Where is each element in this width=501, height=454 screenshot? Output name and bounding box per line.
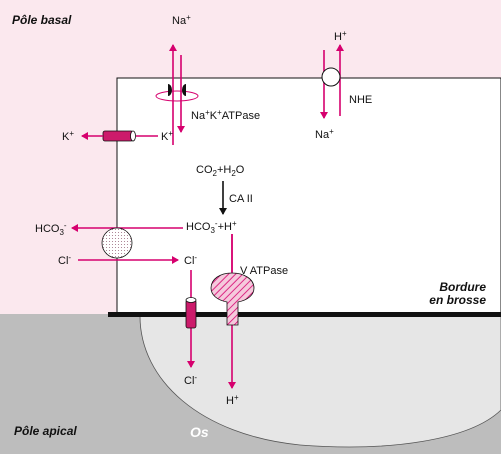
v-atpase-label: V ATPase: [240, 265, 288, 277]
na-k-atpase-ring: [155, 90, 199, 102]
h-top-label: H+: [334, 29, 347, 43]
pole-basal-label: Pôle basal: [12, 13, 72, 27]
nhe-exchanger: [321, 67, 341, 87]
anion-exchanger: [101, 227, 133, 259]
osteoclast-cell: [116, 77, 501, 315]
en-brosse-label: en brosse: [429, 293, 486, 307]
ruffled-border: [108, 312, 501, 317]
cl-in-label: Cl-: [184, 253, 197, 267]
bordure-label: Bordure: [439, 280, 486, 294]
na-nhe-label: Na+: [315, 127, 334, 141]
k-channel: [102, 130, 134, 142]
hco3-h-label: HCO3-+H+: [186, 219, 237, 235]
hco3-out-label: HCO3-: [35, 221, 67, 237]
k-out-label: K+: [62, 129, 74, 143]
pole-apical-label: Pôle apical: [14, 424, 77, 438]
k-in-label: K+: [161, 129, 173, 143]
atpase-gate-left: [168, 84, 172, 96]
k-channel-cap: [130, 130, 136, 142]
h-bottom-label: H+: [226, 393, 239, 407]
os-label: Os: [190, 424, 209, 440]
cl-bottom-label: Cl-: [184, 373, 197, 387]
cl-out-label: Cl-: [58, 253, 71, 267]
atpase-gate-right: [182, 84, 186, 96]
cl-channel-cap: [185, 297, 197, 303]
cl-channel: [185, 299, 197, 329]
co2-h2o-label: CO2+H2O: [196, 164, 245, 178]
na-top-label: Na+: [172, 13, 191, 27]
bone-resorption-lacuna: [139, 315, 501, 448]
na-k-atpase-label: Na+K+ATPase: [191, 108, 260, 122]
v-atpase-pump: [210, 272, 255, 326]
nhe-label: NHE: [349, 94, 372, 106]
ca2-label: CA II: [229, 193, 253, 205]
